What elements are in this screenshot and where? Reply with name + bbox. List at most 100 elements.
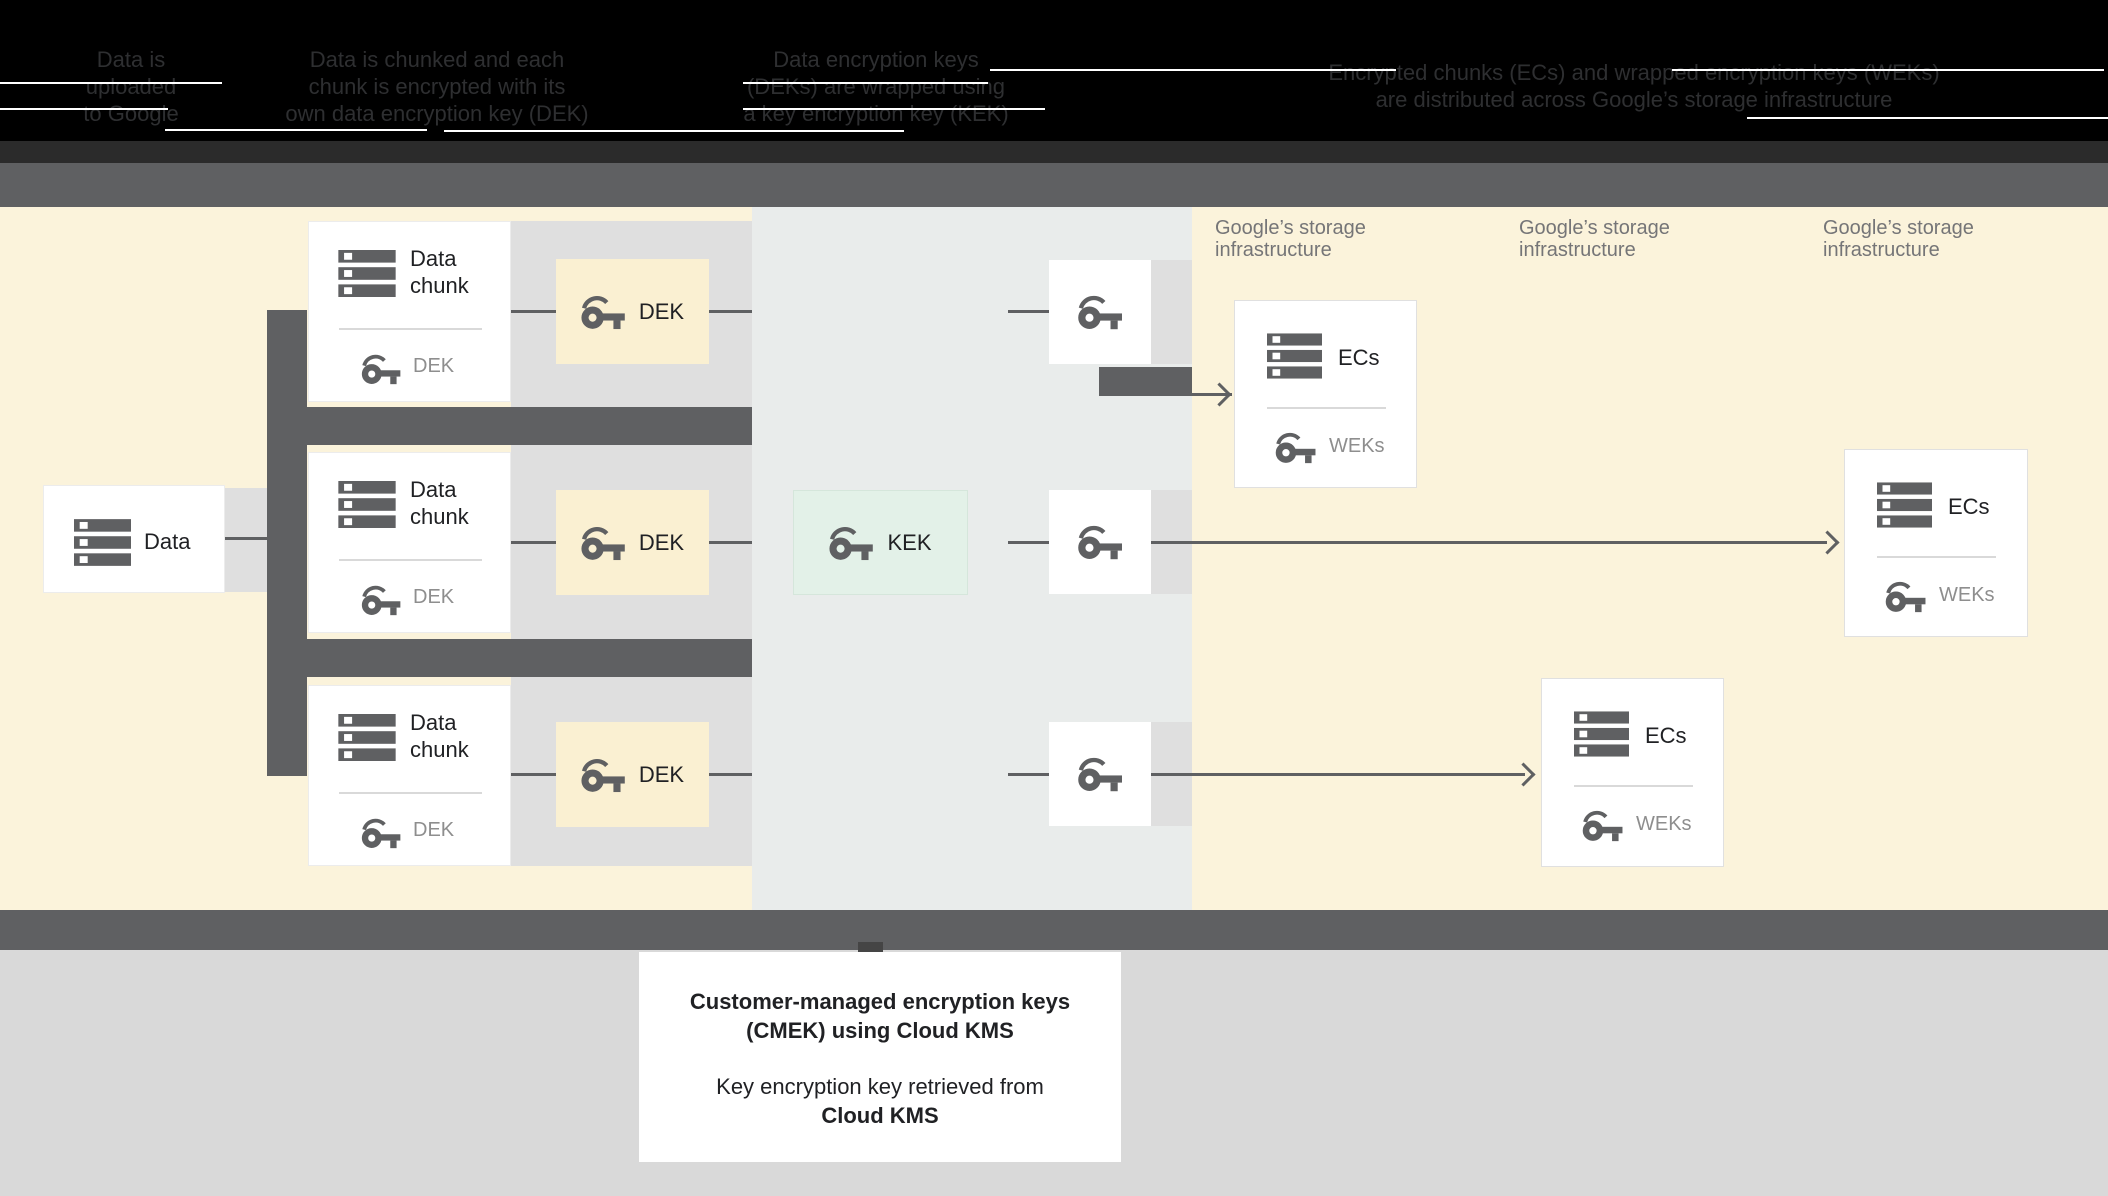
dek-box-label: DEK: [638, 761, 685, 787]
dek-box-2: DEK: [556, 490, 709, 595]
key-icon: [361, 584, 401, 616]
redaction-line: [0, 108, 168, 110]
header-step-2-line: own data encryption key (DEK): [285, 101, 589, 126]
connector-line: [709, 773, 752, 776]
arrow-to-ecs-1: [1192, 393, 1232, 396]
database-icon: [338, 250, 396, 297]
connector-line: [511, 310, 556, 313]
storage-infrastructure-label-2: Google’s storage infrastructure: [1519, 217, 1670, 261]
connector-line: [709, 310, 752, 313]
header-divider-strip: [0, 141, 2108, 163]
kek-box-label: KEK: [887, 529, 932, 555]
redaction-line: [1672, 69, 2104, 71]
chunk-dek-label: DEK: [413, 819, 455, 841]
divider: [1877, 556, 1996, 558]
bottom-separator-band: [0, 910, 2108, 950]
ecs-box-1: ECs WEKs: [1234, 300, 1417, 488]
dek-box-label: DEK: [638, 529, 685, 555]
callout-tick: [858, 942, 883, 954]
weks-label: WEKs: [1329, 435, 1385, 457]
weks-label: WEKs: [1939, 584, 1995, 606]
data-chunk-box-1: Data chunk DEK: [308, 221, 511, 402]
divider: [339, 328, 482, 330]
ecs-label: ECs: [1645, 723, 1687, 748]
connector-line: [511, 773, 556, 776]
key-icon: [1078, 293, 1122, 331]
callout-body-line: Cloud KMS: [821, 1103, 939, 1128]
header-step-1: Data is uploaded to Google: [11, 46, 251, 127]
data-chunk-box-2: Data chunk DEK: [308, 452, 511, 633]
data-chunk-label: Data chunk: [410, 710, 469, 762]
storage-infrastructure-label-3: Google’s storage infrastructure: [1823, 217, 1974, 261]
header-step-4-line: Encrypted chunks (ECs) and wrapped encry…: [1328, 60, 1940, 85]
redaction-line: [743, 82, 988, 84]
header-step-1-line: Data is: [96, 47, 166, 72]
dek-box-3: DEK: [556, 722, 709, 827]
wrap-output-bar: [1099, 367, 1192, 396]
key-icon: [1582, 809, 1623, 842]
storage-label-line: infrastructure: [1215, 239, 1332, 261]
dek-box-label: DEK: [638, 298, 685, 324]
data-connector: [225, 488, 267, 592]
data-chunk-label: Data chunk: [410, 246, 469, 298]
key-icon: [361, 353, 401, 385]
database-icon: [1267, 333, 1322, 379]
header-step-3-line: Data encryption keys: [773, 47, 979, 72]
header-step-4-line: are distributed across Google’s storage …: [1375, 87, 1893, 112]
fanout-trunk: [267, 310, 307, 776]
data-chunk-box-3: Data chunk DEK: [308, 685, 511, 866]
redaction-line: [743, 108, 1045, 110]
header-step-2-line: Data is chunked and each: [309, 47, 565, 72]
ecs-label: ECs: [1948, 494, 1990, 519]
key-icon: [1078, 523, 1122, 561]
header-step-3-line: (DEKs) are wrapped using: [746, 74, 1005, 99]
storage-label-line: Google’s storage: [1823, 217, 1974, 239]
database-icon: [1574, 711, 1629, 757]
kek-box: KEK: [793, 490, 968, 595]
redaction-line: [444, 130, 904, 132]
connector-line: [225, 537, 267, 540]
wrap-key-box-2: [1049, 490, 1151, 594]
storage-label-line: infrastructure: [1823, 239, 1940, 261]
header-step-3: Data encryption keys (DEKs) are wrapped …: [716, 46, 1036, 127]
storage-infrastructure-label-1: Google’s storage infrastructure: [1215, 217, 1366, 261]
weks-label: WEKs: [1636, 813, 1692, 835]
fanout-bar-upper: [287, 407, 752, 445]
data-chunk-label: Data chunk: [410, 477, 469, 529]
divider: [1574, 785, 1693, 787]
callout-title-line: Customer-managed encryption keys: [689, 989, 1071, 1014]
chunk-dek-label: DEK: [413, 355, 455, 377]
key-icon: [1078, 755, 1122, 793]
divider: [339, 559, 482, 561]
redaction-line: [165, 129, 427, 131]
storage-label-line: Google’s storage: [1215, 217, 1366, 239]
connector-line: [511, 541, 556, 544]
divider: [1267, 407, 1386, 409]
header-step-2-line: chunk is encrypted with its: [308, 74, 566, 99]
database-icon: [338, 481, 396, 528]
connector-line: [1008, 541, 1049, 544]
redaction-line: [990, 69, 1396, 71]
wrap-key-box-3: [1049, 722, 1151, 826]
key-icon: [829, 525, 873, 561]
data-box-label: Data: [144, 529, 191, 554]
header-step-3-line: a key encryption key (KEK): [743, 101, 1009, 126]
ecs-label: ECs: [1338, 345, 1380, 370]
header-gray-strip: [0, 163, 2108, 207]
header-step-1-line: to Google: [83, 101, 179, 126]
connector-line: [709, 541, 752, 544]
header-step-4: Encrypted chunks (ECs) and wrapped encry…: [1314, 59, 1954, 113]
dek-box-1: DEK: [556, 259, 709, 364]
arrow-to-ecs-3: [1151, 773, 1525, 776]
ecs-box-2: ECs WEKs: [1844, 449, 2028, 637]
database-icon: [74, 519, 131, 566]
database-icon: [338, 714, 396, 761]
callout-title-line: (CMEK) using Cloud KMS: [746, 1018, 1014, 1043]
wrap-key-box-1: [1049, 260, 1151, 364]
key-icon: [581, 525, 625, 561]
key-icon: [581, 294, 625, 330]
ecs-box-3: ECs WEKs: [1541, 678, 1724, 867]
arrow-to-ecs-2: [1151, 541, 1827, 544]
storage-label-line: infrastructure: [1519, 239, 1636, 261]
